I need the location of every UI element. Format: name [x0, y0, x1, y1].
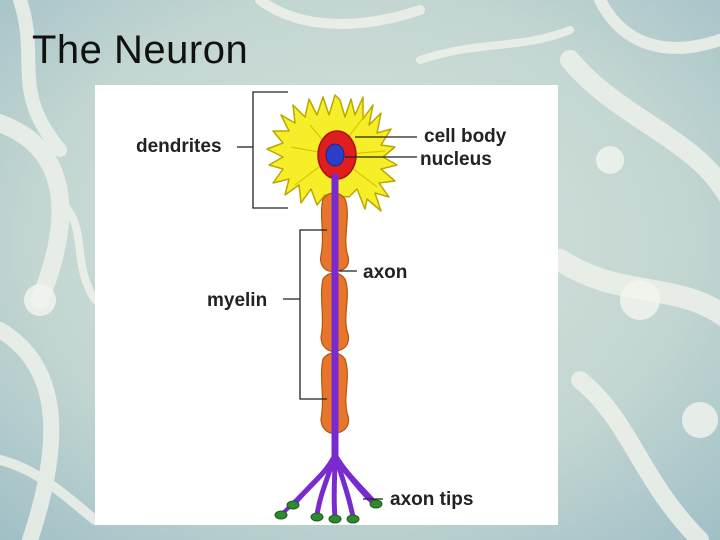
label-myelin: myelin [207, 290, 267, 311]
neuron-diagram: dendrites cell body nucleus axon myelin … [136, 91, 507, 524]
label-axon: axon [363, 262, 407, 283]
label-cell-body: cell body [424, 126, 507, 147]
label-axon-tips: axon tips [390, 489, 473, 510]
axon-tips-shape [274, 499, 383, 524]
label-nucleus: nucleus [420, 149, 492, 170]
slide-title: The Neuron [32, 28, 249, 72]
nucleus-shape [325, 143, 345, 167]
dendrites-bracket [237, 91, 288, 209]
myelin-bracket [283, 229, 327, 400]
axon-shape [281, 173, 378, 520]
label-dendrites: dendrites [136, 136, 222, 157]
neuron-diagram-panel: dendrites cell body nucleus axon myelin … [95, 85, 558, 525]
